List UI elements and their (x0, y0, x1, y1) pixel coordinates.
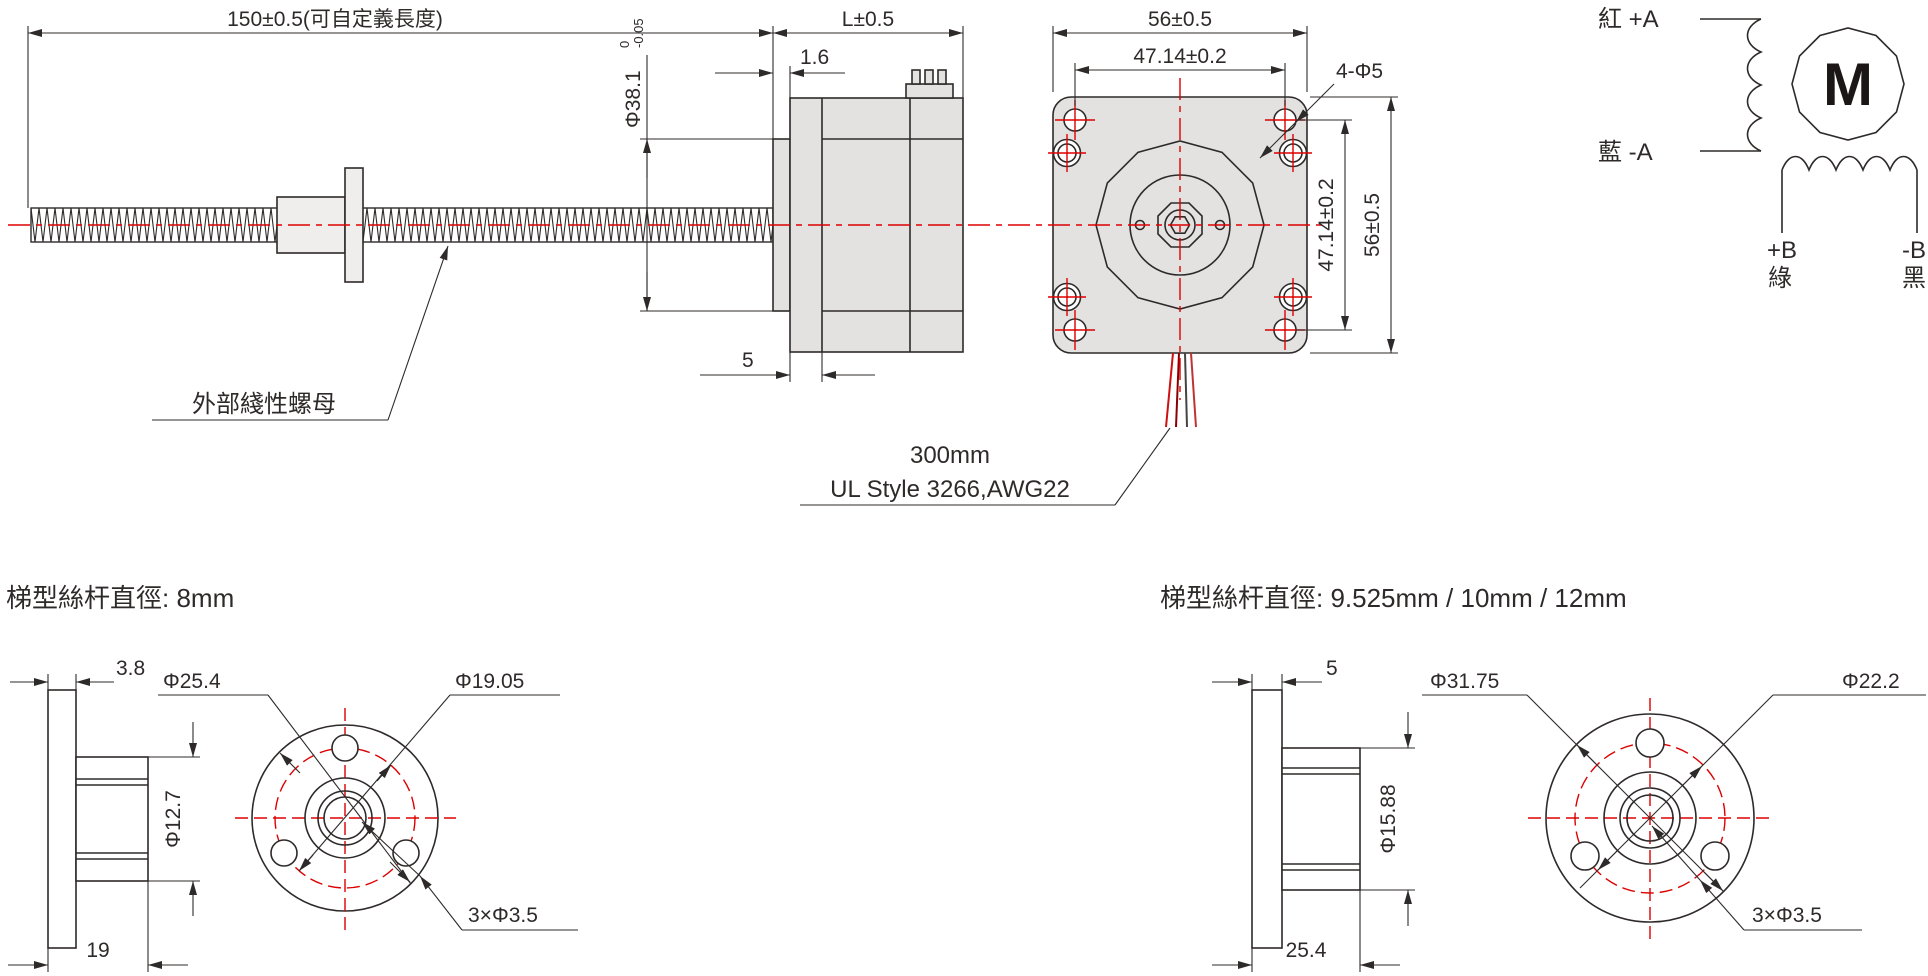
nut-detail-small-heading: 梯型絲杆直徑: 8mm (6, 583, 234, 613)
mount-hole (1700, 841, 1730, 871)
dim-pilot-depth: 5 (742, 349, 754, 372)
flange-hub-side-small (75, 756, 149, 882)
assembly-dimensions: 150±0.5(可自定義長度) L±0.5 1.6 Φ38.1 0 -0.05 … (27, 8, 964, 421)
cable-spec-label: UL Style 3266,AWG22 (830, 476, 1070, 503)
dim-bolt-circle-large: Φ22.2 (1842, 670, 1900, 693)
shaft-collar-polygon (1157, 202, 1203, 248)
dim-total-length-large: 25.4 (1286, 939, 1327, 962)
dim-boss-dia-tol-upper: 0 (617, 41, 632, 48)
lead-a-plus-label: 紅 +A (1598, 6, 1659, 33)
nut-detail-large: 梯型絲杆直徑: 9.525mm / 10mm / 12mm 5 Φ15.88 2… (1160, 583, 1926, 972)
dim-hole-pitch-v: 47.14±0.2 (1315, 178, 1338, 271)
nut-callout-label: 外部綫性螺母 (192, 391, 336, 418)
phase-a-coil (1746, 18, 1763, 152)
dim-hub-od-large: Φ15.88 (1377, 784, 1400, 853)
dim-mount-holes-small: 3×Φ3.5 (468, 904, 538, 927)
dim-body-width: 56±0.5 (1148, 8, 1212, 31)
wiring-diagram: 紅 +A 藍 -A M +B 綠 -B 黑 (1598, 6, 1926, 292)
mount-hole (1635, 728, 1665, 758)
dim-flange-od-large: Φ31.75 (1430, 670, 1499, 693)
front-view-dimensions: 56±0.5 47.14±0.2 4-Φ5 47.14±0.2 56±0.5 3… (800, 8, 1398, 506)
wire-leads (1165, 352, 1197, 428)
lead-b-plus-label: +B (1767, 237, 1797, 264)
motor-symbol-circle (1791, 27, 1905, 141)
dim-mount-holes: 4-Φ5 (1336, 60, 1383, 83)
dim-flange-thickness-small: 3.8 (116, 657, 145, 680)
assembly-side-view (30, 69, 964, 353)
lead-b-minus-color-label: 黑 (1902, 265, 1926, 292)
flange-face-large (1545, 713, 1755, 923)
dim-total-length-small: 19 (86, 939, 109, 962)
dim-flange-od-small: Φ25.4 (163, 670, 221, 693)
dim-boss-step: 1.6 (800, 46, 829, 69)
motor-symbol-label: M (1823, 51, 1873, 118)
dim-hub-od-small: Φ12.7 (162, 790, 185, 848)
dim-flange-thickness-large: 5 (1326, 657, 1338, 680)
nut-detail-large-heading: 梯型絲杆直徑: 9.525mm / 10mm / 12mm (1160, 583, 1627, 613)
mount-hole (331, 734, 359, 762)
flange-disc-side-small (47, 689, 77, 949)
phase-b-coil (1781, 155, 1918, 173)
connector-pins (911, 69, 947, 85)
dim-boss-dia: Φ38.1 (622, 70, 645, 128)
cable-length-label: 300mm (910, 442, 990, 469)
mount-hole (270, 839, 298, 867)
dim-hole-pitch-h: 47.14±0.2 (1133, 45, 1226, 68)
dim-boss-dia-tol-lower: -0.05 (631, 18, 646, 48)
flange-hub-side-large (1281, 747, 1361, 891)
lead-b-plus-color-label: 綠 (1768, 265, 1792, 292)
mount-hole (392, 839, 420, 867)
dim-motor-length: L±0.5 (842, 8, 894, 31)
nut-detail-small: 梯型絲杆直徑: 8mm 3.8 Φ12.7 19 Φ25.4 (6, 583, 578, 972)
mount-hole (1570, 841, 1600, 871)
lead-a-minus-label: 藍 -A (1598, 139, 1653, 166)
hole-crosshairs (1048, 100, 1312, 350)
dim-mount-holes-large: 3×Φ3.5 (1752, 904, 1822, 927)
flange-disc-side-large (1251, 689, 1283, 949)
dim-bolt-circle-small: Φ19.05 (455, 670, 524, 693)
connector-housing (905, 83, 954, 99)
dim-body-height: 56±0.5 (1361, 193, 1384, 257)
dim-screw-length: 150±0.5(可自定義長度) (227, 8, 443, 31)
centerlines (8, 78, 1322, 400)
lead-b-minus-label: -B (1902, 237, 1926, 264)
